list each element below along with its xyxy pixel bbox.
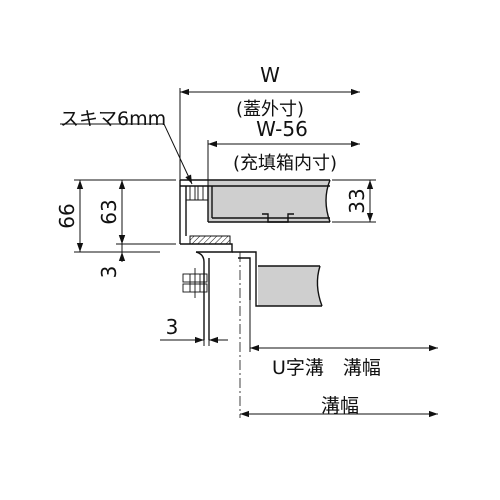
channel-body <box>208 179 331 307</box>
dim-3-bottom <box>160 316 228 346</box>
label-w-note: (蓋外寸) <box>236 99 304 120</box>
support-angle <box>180 235 322 307</box>
gap-clips <box>186 185 208 201</box>
label-groove-width: 溝幅 <box>321 395 359 417</box>
fill-box <box>207 186 330 223</box>
label-gap: スキマ6mm <box>60 108 166 130</box>
dim-w <box>179 88 360 180</box>
u-channel-wall <box>195 251 210 340</box>
label-63: 63 <box>97 199 121 224</box>
dim-w56 <box>207 140 360 186</box>
gap-leader <box>60 123 193 185</box>
dim-left-verticals <box>74 179 176 262</box>
label-w56: W-56 <box>256 117 308 141</box>
label-3-left: 3 <box>97 266 121 279</box>
cover-lid <box>179 179 330 244</box>
label-66: 66 <box>55 203 79 228</box>
dim-channel-width <box>249 300 438 352</box>
label-w: W <box>260 63 280 87</box>
anchor-bolt <box>182 268 208 298</box>
dim-33 <box>332 179 376 223</box>
label-33: 33 <box>345 188 369 213</box>
label-3-bottom: 3 <box>166 315 179 339</box>
label-channel-width: U字溝 溝幅 <box>272 357 381 379</box>
label-w56-note: (充填箱内寸) <box>233 153 337 174</box>
rubber-pad <box>189 235 231 245</box>
